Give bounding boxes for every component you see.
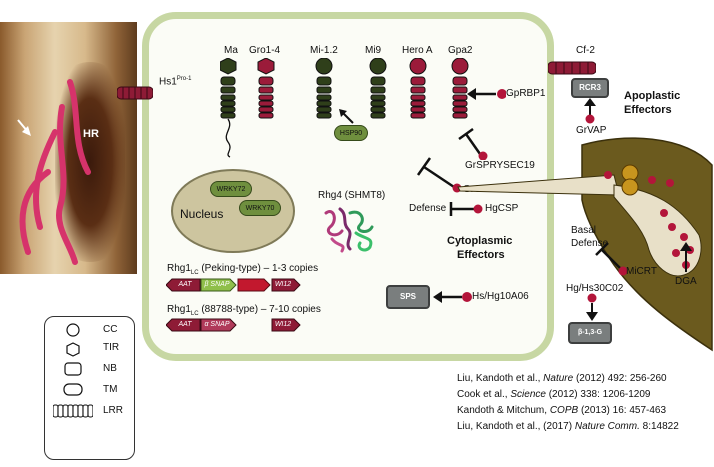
sps-box: SPS [386, 285, 430, 309]
rhg1-88788-genes [166, 318, 301, 332]
micrt-inhibition [595, 242, 628, 276]
nucleus-label: Nucleus [180, 207, 224, 221]
hr-label: HR [83, 128, 99, 140]
defense-label: Defense [409, 203, 447, 214]
sps-arrow [433, 291, 472, 303]
cf2-label: Cf-2 [576, 45, 595, 56]
dga-arrow [680, 242, 692, 272]
cytoplasmic-label-1: Cytoplasmic [447, 235, 513, 247]
domain-legend: CC TIR NB TM LRR [44, 316, 135, 460]
receptor-label-gro: Gro1-4 [249, 45, 281, 56]
legend-nb: NB [103, 363, 117, 374]
receptor-gpa2 [451, 58, 469, 119]
rhg4-label: Rhg4 (SHMT8) [318, 190, 386, 201]
legend-tm: TM [103, 384, 118, 395]
legend-cc-symbol [66, 323, 80, 337]
apoplastic-label-2: Effectors [624, 104, 672, 116]
receptor-gro [257, 58, 275, 119]
rhg1-88788-label: Rhg1LC (88788-type) – 7-10 copies [167, 304, 321, 317]
r88788-asnap: α SNAP [204, 321, 230, 328]
basal-defense-label-1: Basal [571, 225, 597, 236]
legend-lrr-symbol [53, 404, 93, 418]
hs1-label: Hs1Pro-1 [159, 76, 192, 88]
grvap-label: GrVAP [576, 125, 607, 136]
receptor-label-hero: Hero A [402, 45, 433, 56]
nematode-3 [19, 169, 51, 255]
legend-symbols [53, 323, 93, 418]
hs-hg10a06-label: Hs/Hg10A06 [472, 291, 529, 302]
wrky72-pill: WRKY72 [210, 181, 252, 197]
legend-cc: CC [103, 324, 118, 335]
hgcsp-inhibition [449, 202, 483, 216]
reference-3: Kandoth & Mitchum, COPB (2013) 16: 457-4… [457, 405, 667, 416]
nlr-receptors [220, 58, 469, 158]
wrky70-pill: WRKY70 [239, 200, 281, 216]
rcr3-box: RCR3 [571, 78, 609, 98]
receptor-label-mi9: Mi9 [365, 45, 382, 56]
nematode-4 [67, 79, 91, 175]
receptor-label-ma: Ma [224, 45, 238, 56]
peking-wi12: WI12 [274, 281, 292, 288]
rhg1-peking-genes [166, 278, 301, 292]
reference-4: Liu, Kandoth et al., (2017) Nature Comm.… [457, 421, 679, 432]
peking-bsnap: β SNAP [204, 281, 230, 288]
grvap-arrow [584, 98, 596, 124]
nematode-head [457, 137, 713, 352]
legend-tir-symbol [66, 342, 80, 357]
cf2-receptor [548, 61, 596, 75]
receptor-label-gpa2: Gpa2 [448, 45, 473, 56]
hs1-receptor [117, 86, 153, 100]
receptor-ma [220, 58, 237, 158]
legend-tir: TIR [103, 342, 120, 353]
hr-dark-region [55, 62, 125, 262]
shmt8-protein-structure [324, 207, 374, 253]
nematode-2 [56, 104, 78, 265]
legend-nb-symbol [64, 362, 82, 376]
grsprysec19-inhibition [458, 127, 488, 160]
r88788-wi12: WI12 [274, 321, 292, 328]
hgcsp-label: HgCSP [485, 203, 519, 214]
cytoplasmic-label-2: Effectors [457, 249, 505, 261]
hg-hs30c02-arrow [586, 293, 598, 321]
root-photo: HR [0, 22, 137, 274]
root-nematode-svg [17, 79, 91, 265]
receptor-mi12 [315, 58, 333, 119]
receptor-mi9 [369, 58, 387, 119]
micrt-label: MiCRT [626, 266, 657, 277]
beta13g-box: β-1,3-G [568, 322, 612, 344]
hg-hs30c02-label: Hg/Hs30C02 [566, 283, 624, 294]
hsp90-arrow [339, 109, 354, 124]
dga-label: DGA [675, 276, 697, 287]
r88788-aat: AAT [178, 321, 192, 328]
hsp90-pill: HSP90 [334, 125, 368, 141]
legend-lrr: LRR [103, 405, 124, 416]
peking-aat: AAT [178, 281, 192, 288]
rhg1-peking-label: Rhg1LC (Peking-type) – 1-3 copies [167, 263, 319, 276]
receptor-label-mi12: Mi-1.2 [310, 45, 338, 56]
reference-2: Cook et al., Science (2012) 338: 1206-12… [457, 389, 651, 400]
receptor-hero [409, 58, 427, 119]
gprbp1-label: GpRBP1 [506, 88, 546, 99]
white-arrow-head [22, 126, 31, 136]
legend-tm-symbol [63, 383, 83, 396]
reference-1: Liu, Kandoth et al., Nature (2012) 492: … [457, 373, 667, 384]
basal-defense-label-2: Defense [571, 238, 609, 249]
grsprysec19-label: GrSPRYSEC19 [465, 160, 535, 171]
apoplastic-label-1: Apoplastic [624, 90, 681, 102]
gprbp1-arrow [467, 88, 506, 100]
